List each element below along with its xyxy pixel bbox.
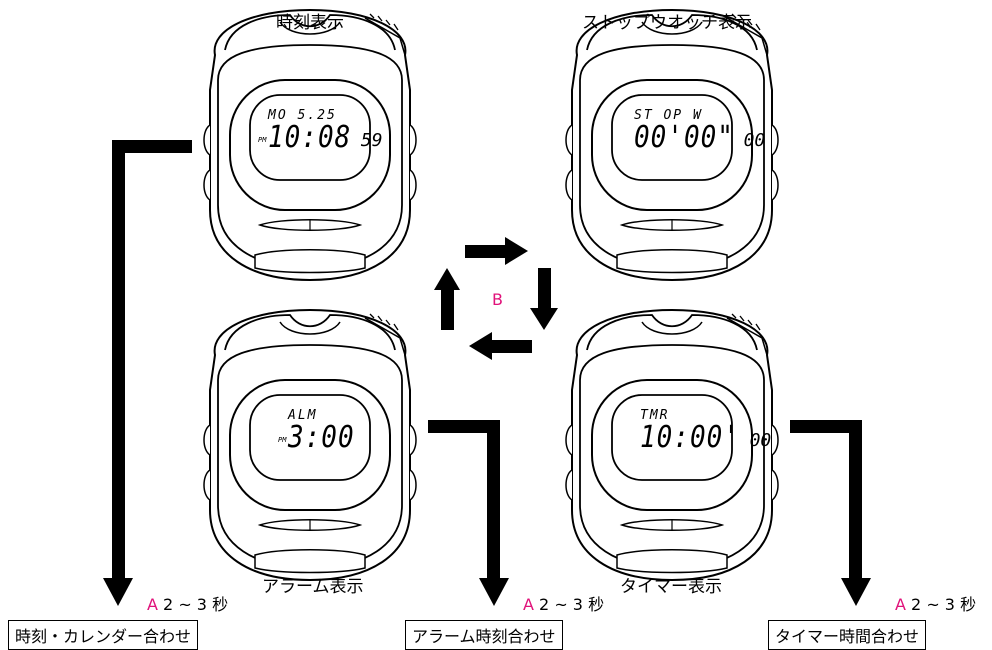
lcd-time-top: MO 5.25: [268, 108, 337, 123]
lcd-stopwatch: ST OP W 00'00" 00: [634, 108, 766, 156]
lcd-timer: TMR 10:00' 00: [640, 408, 772, 456]
lcd-timer-sec: 00: [749, 430, 772, 451]
hint-alarm-set: A 2 ~ 3 秒: [523, 591, 604, 615]
box-timer-time-set: タイマー時間合わせ: [768, 620, 927, 650]
lcd-timer-main: 10:00': [640, 420, 740, 456]
lcd-alarm: ALM PM 3:00: [278, 408, 355, 456]
lcd-time-main: 10:08: [268, 120, 352, 156]
label-time-display: 時刻表示: [276, 13, 344, 33]
box-alarm-time-set: アラーム時刻合わせ: [405, 620, 563, 650]
lcd-stopwatch-sec: 00: [743, 130, 766, 151]
hint-time-set-key: A: [147, 595, 158, 614]
hint-timer-set-key: A: [895, 595, 906, 614]
hint-alarm-set-key: A: [523, 595, 534, 614]
box-time-calendar-set: 時刻・カレンダー合わせ: [8, 620, 199, 650]
connector-time-set: [103, 140, 192, 606]
connector-alarm-set: [428, 420, 509, 606]
label-stopwatch-display: ストップウオッチ表示: [582, 13, 752, 33]
hint-alarm-set-duration: 2 ~ 3 秒: [539, 595, 605, 614]
lcd-timer-top: TMR: [640, 408, 670, 423]
hint-timer-set-duration: 2 ~ 3 秒: [911, 595, 977, 614]
b-button-label: B: [492, 290, 503, 309]
connector-timer-set: [790, 420, 871, 606]
lcd-stopwatch-main: 00'00": [634, 120, 734, 156]
lcd-alarm-pm: PM: [278, 436, 287, 444]
lcd-stopwatch-top: ST OP W: [634, 108, 703, 123]
lcd-time-sec: 59: [360, 130, 383, 151]
lcd-time: MO 5.25 PM 10:08 59: [258, 108, 383, 156]
lcd-alarm-main: 3:00: [288, 420, 355, 456]
lcd-alarm-top: ALM: [288, 408, 318, 423]
cycle-arrows: [434, 237, 558, 360]
hint-time-set-duration: 2 ~ 3 秒: [163, 595, 229, 614]
hint-time-set: A 2 ~ 3 秒: [147, 591, 228, 615]
lcd-time-pm: PM: [258, 136, 267, 144]
label-timer-display: タイマー表示: [620, 577, 722, 597]
hint-timer-set: A 2 ~ 3 秒: [895, 591, 976, 615]
label-alarm-display: アラーム表示: [262, 577, 364, 597]
